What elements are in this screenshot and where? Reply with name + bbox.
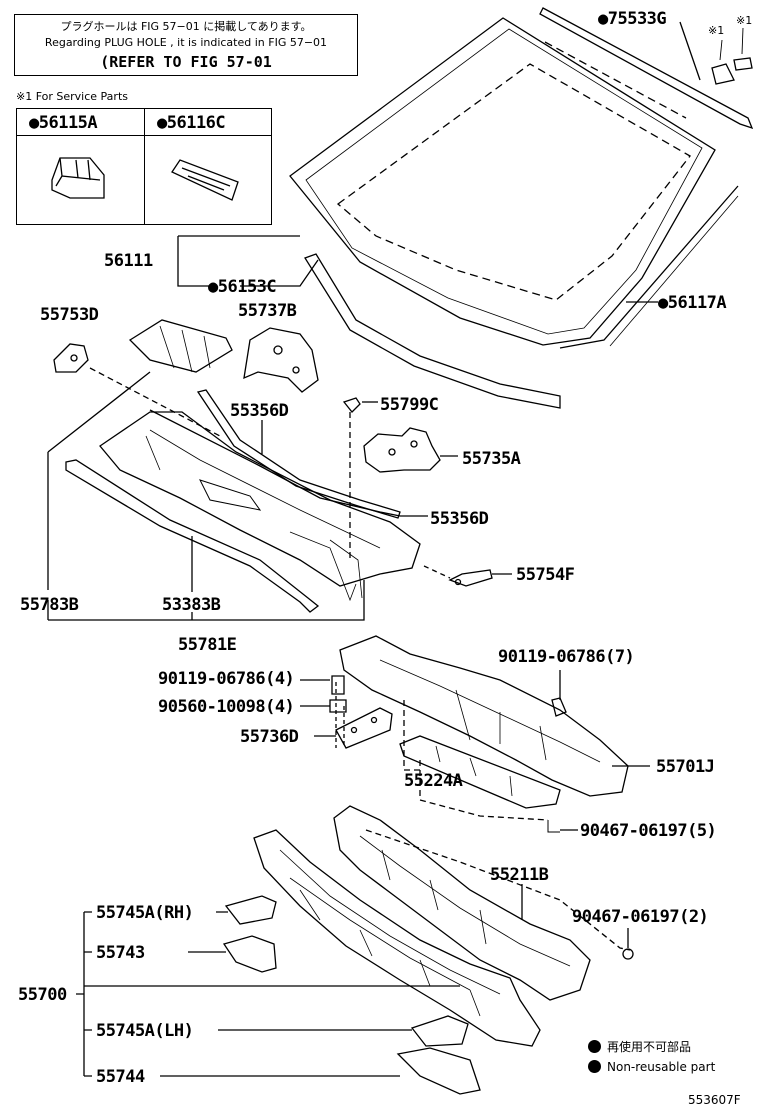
lower-cowl-55700[interactable] <box>253 829 541 1047</box>
cowl-top-panel-55781E[interactable] <box>99 411 421 602</box>
legend-dot-icon <box>588 1040 601 1053</box>
moulding-56117A[interactable] <box>559 185 739 349</box>
legend-en: Non-reusable part <box>588 1060 715 1074</box>
mark-service-1a: ※1 <box>708 24 725 37</box>
label-55754F[interactable]: 55754F <box>516 565 575 585</box>
service-part-56116C[interactable]: ●56116C <box>157 113 226 133</box>
label-56111[interactable]: 56111 <box>104 251 153 271</box>
label-55735A[interactable]: 55735A <box>462 449 521 469</box>
leader-55224A-dashed <box>419 760 549 821</box>
label-55799C[interactable]: 55799C <box>380 395 439 415</box>
leader-56111 <box>177 235 300 287</box>
retainer-pair-drawing[interactable] <box>711 27 753 85</box>
label-56117A[interactable]: ●56117A <box>658 293 727 313</box>
bracket-55744[interactable] <box>396 1047 481 1095</box>
clip-55754F[interactable] <box>448 569 493 587</box>
clip-55799C[interactable] <box>342 397 361 560</box>
leader-55736D-dashed <box>403 700 424 771</box>
label-75533G[interactable]: ●75533G <box>598 9 667 29</box>
figure-code: 553607F <box>688 1093 741 1107</box>
bracket-55743[interactable] <box>222 935 277 973</box>
bracket-55781E <box>47 580 365 621</box>
bolt-90119-4[interactable] <box>331 675 345 695</box>
bracket-55745A-LH[interactable] <box>410 1015 469 1047</box>
seal-53383B[interactable] <box>65 459 320 613</box>
bolt-leaders-dashed <box>335 682 345 748</box>
label-90560-10098-4[interactable]: 90560-10098(4) <box>158 697 295 717</box>
clip-55753D[interactable] <box>53 343 89 373</box>
leader-55783B <box>47 371 151 590</box>
note-english-text: Regarding PLUG HOLE , it is indicated in… <box>44 36 328 49</box>
label-55211B[interactable]: 55211B <box>490 865 549 885</box>
legend-en-text: Non-reusable part <box>607 1060 716 1074</box>
leader-55754F-dashed <box>423 565 451 579</box>
label-90119-06786-4[interactable]: 90119-06786(4) <box>158 669 295 689</box>
label-55753D[interactable]: 55753D <box>40 305 99 325</box>
label-55745A-RH[interactable]: 55745A(RH) <box>96 903 194 923</box>
clip-56116C-drawing[interactable] <box>171 159 239 201</box>
label-90467-06197-2[interactable]: 90467-06197(2) <box>572 907 709 927</box>
label-55744[interactable]: 55744 <box>96 1067 145 1087</box>
legend-jp: 再使用不可部品 <box>588 1040 691 1054</box>
bracket-55745A-RH[interactable] <box>224 895 277 925</box>
service-parts-note: ※1 For Service Parts <box>16 90 128 103</box>
bracket-55735A[interactable] <box>363 427 441 473</box>
legend-dot-icon <box>588 1060 601 1073</box>
seal-55356D-lower[interactable] <box>149 409 401 517</box>
label-55743[interactable]: 55743 <box>96 943 145 963</box>
leaders-55700-group <box>84 911 460 1077</box>
service-part-56115A[interactable]: ●56115A <box>29 113 98 133</box>
label-53383B[interactable]: 53383B <box>162 595 221 615</box>
windshield-glass-56111[interactable] <box>289 17 716 346</box>
label-55701J[interactable]: 55701J <box>656 757 715 777</box>
clip-90467-2[interactable] <box>622 948 634 960</box>
label-55736D[interactable]: 55736D <box>240 727 299 747</box>
plate-55224A[interactable] <box>399 735 561 809</box>
leader-56153C <box>240 259 319 287</box>
plug-hole-note-box: プラグホールは FIG 57−01 に掲載してあります。 Regarding P… <box>14 14 358 76</box>
label-90467-06197-5[interactable]: 90467-06197(5) <box>580 821 717 841</box>
clip-90467-5[interactable] <box>547 820 560 833</box>
cowl-member-55211B[interactable] <box>333 805 591 1001</box>
label-55781E[interactable]: 55781E <box>178 635 237 655</box>
plate-55737B-upper[interactable] <box>128 319 233 373</box>
note-japanese-text: プラグホールは FIG 57−01 に掲載してあります。 <box>60 20 312 33</box>
label-56153C[interactable]: ●56153C <box>208 277 277 297</box>
service-parts-divider <box>144 109 145 224</box>
label-55356D-top[interactable]: 55356D <box>230 401 289 421</box>
legend-jp-text: 再使用不可部品 <box>607 1040 692 1054</box>
nut-90560-4[interactable] <box>329 699 347 713</box>
label-55783B[interactable]: 55783B <box>20 595 79 615</box>
mark-service-1b: ※1 <box>736 14 753 27</box>
dam-56153C[interactable] <box>304 253 561 409</box>
label-55700[interactable]: 55700 <box>18 985 67 1005</box>
label-55737B[interactable]: 55737B <box>238 301 297 321</box>
clip-56115A-drawing[interactable] <box>51 157 105 199</box>
leader-75533G <box>679 21 701 81</box>
label-55745A-LH[interactable]: 55745A(LH) <box>96 1021 194 1041</box>
label-90119-06786-7[interactable]: 90119-06786(7) <box>498 647 635 667</box>
label-55356D-bot[interactable]: 55356D <box>430 509 489 529</box>
seal-55356D-upper[interactable] <box>196 389 401 519</box>
service-parts-table: ●56115A ●56116C <box>16 108 272 225</box>
leader-55211B-dashed <box>365 829 631 951</box>
leader-bolts-left <box>300 679 330 707</box>
bracket-55700 <box>76 911 92 1077</box>
bracket-55737B[interactable] <box>243 327 319 393</box>
moulding-75533G[interactable] <box>539 7 754 130</box>
note-reference-text: (REFER TO FIG 57-01 <box>100 53 272 71</box>
label-55224A[interactable]: 55224A <box>404 771 463 791</box>
